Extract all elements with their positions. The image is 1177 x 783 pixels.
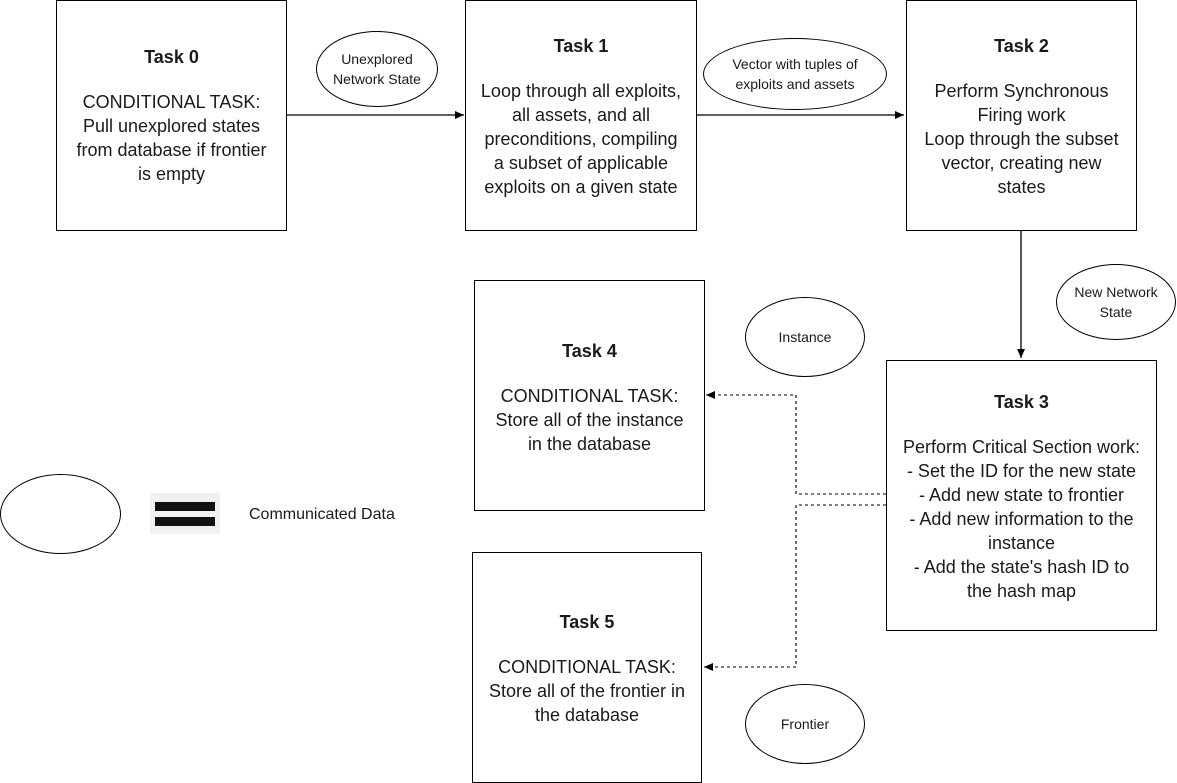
task-4-description: CONDITIONAL TASK: Store all of the insta… <box>495 386 684 454</box>
task-2-description: Perform Synchronous Firing work Loop thr… <box>924 81 1119 197</box>
data-oval-unexplored-state: Unexplored Network State <box>316 31 438 107</box>
arrow-task3-to-task4 <box>706 391 886 495</box>
task-3-title: Task 3 <box>994 392 1049 412</box>
task-3-box: Task 3 Perform Critical Section work: - … <box>886 360 1157 631</box>
data-oval-instance: Instance <box>745 297 865 377</box>
task-1-description: Loop through all exploits, all assets, a… <box>480 81 682 197</box>
legend-oval <box>0 474 121 554</box>
data-oval-vector: Vector with tuples of exploits and asset… <box>703 38 887 110</box>
task-3-description: Perform Critical Section work: - Set the… <box>902 437 1141 601</box>
legend-label: Communicated Data <box>249 506 395 523</box>
task-0-box: Task 0 CONDITIONAL TASK: Pull unexplored… <box>56 0 287 231</box>
task-2-box: Task 2 Perform Synchronous Firing work L… <box>906 0 1137 231</box>
task-1-box: Task 1 Loop through all exploits, all as… <box>465 0 697 231</box>
task-5-description: CONDITIONAL TASK: Store all of the front… <box>488 657 686 725</box>
task-5-box: Task 5 CONDITIONAL TASK: Store all of th… <box>472 552 702 783</box>
task-4-box: Task 4 CONDITIONAL TASK: Store all of th… <box>474 280 705 511</box>
task-5-title: Task 5 <box>559 612 615 632</box>
data-oval-frontier: Frontier <box>745 684 865 764</box>
arrow-task3-to-task5 <box>704 504 886 671</box>
task-4-title: Task 4 <box>562 341 617 361</box>
task-2-title: Task 2 <box>994 36 1049 56</box>
task-0-description: CONDITIONAL TASK: Pull unexplored states… <box>76 92 267 184</box>
equals-icon <box>150 493 220 534</box>
task-1-title: Task 1 <box>553 36 609 56</box>
data-oval-new-state: New Network State <box>1056 264 1176 340</box>
task-0-title: Task 0 <box>144 47 199 67</box>
